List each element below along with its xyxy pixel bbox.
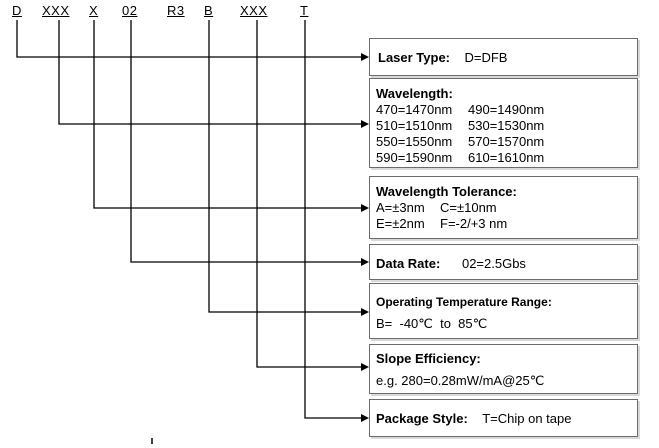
code-wavelength: XXX: [42, 3, 70, 18]
tolerance-title: Wavelength Tolerance:: [376, 184, 517, 199]
connector-package: [304, 20, 366, 419]
slope-box: Slope Efficiency: e.g. 280=0.28mW/mA@25℃: [369, 344, 638, 394]
connector-tolerance: [93, 20, 366, 209]
connector-slope: [256, 20, 366, 368]
slope-value: e.g. 280=0.28mW/mA@25℃: [376, 373, 545, 388]
code-chip-option: R3: [167, 3, 185, 18]
arrow-slope: [361, 363, 369, 371]
code-laser-type: D: [12, 3, 22, 18]
temperature-value: B= -40℃ to 85℃: [376, 316, 488, 331]
laser-type-box: Laser Type: D=DFB: [369, 38, 638, 76]
code-temperature: B: [204, 3, 214, 18]
code-slope: XXX: [240, 3, 268, 18]
data-rate-box: Data Rate: 02=2.5Gbs: [369, 244, 638, 280]
laser-type-title: Laser Type:: [378, 50, 451, 65]
arrow-data-rate: [361, 258, 369, 266]
code-package: T: [300, 3, 309, 18]
arrow-tolerance: [361, 204, 369, 212]
package-box: Package Style: T=Chip on tape: [369, 399, 638, 437]
wavelength-title: Wavelength:: [376, 86, 453, 101]
arrow-laser-type: [361, 53, 369, 61]
arrow-package: [361, 414, 369, 422]
arrow-temperature: [361, 308, 369, 316]
data-rate-title: Data Rate:: [376, 256, 441, 271]
connector-temperature: [208, 20, 366, 313]
connector-laser-type: [16, 20, 366, 58]
temperature-box: Operating Temperature Range: B= -40℃ to …: [369, 283, 638, 339]
laser-type-value: D=DFB: [464, 50, 508, 65]
data-rate-value: 02=2.5Gbs: [461, 256, 526, 271]
temperature-title: Operating Temperature Range:: [376, 295, 552, 309]
connector-wavelength: [58, 20, 366, 125]
code-data-rate: 02: [122, 3, 138, 18]
package-title: Package Style:: [376, 411, 468, 426]
package-value: T=Chip on tape: [482, 411, 572, 426]
arrow-wavelength: [361, 120, 369, 128]
slope-title: Slope Efficiency:: [376, 351, 481, 366]
code-tolerance: X: [89, 3, 99, 18]
connector-data-rate: [130, 20, 366, 263]
